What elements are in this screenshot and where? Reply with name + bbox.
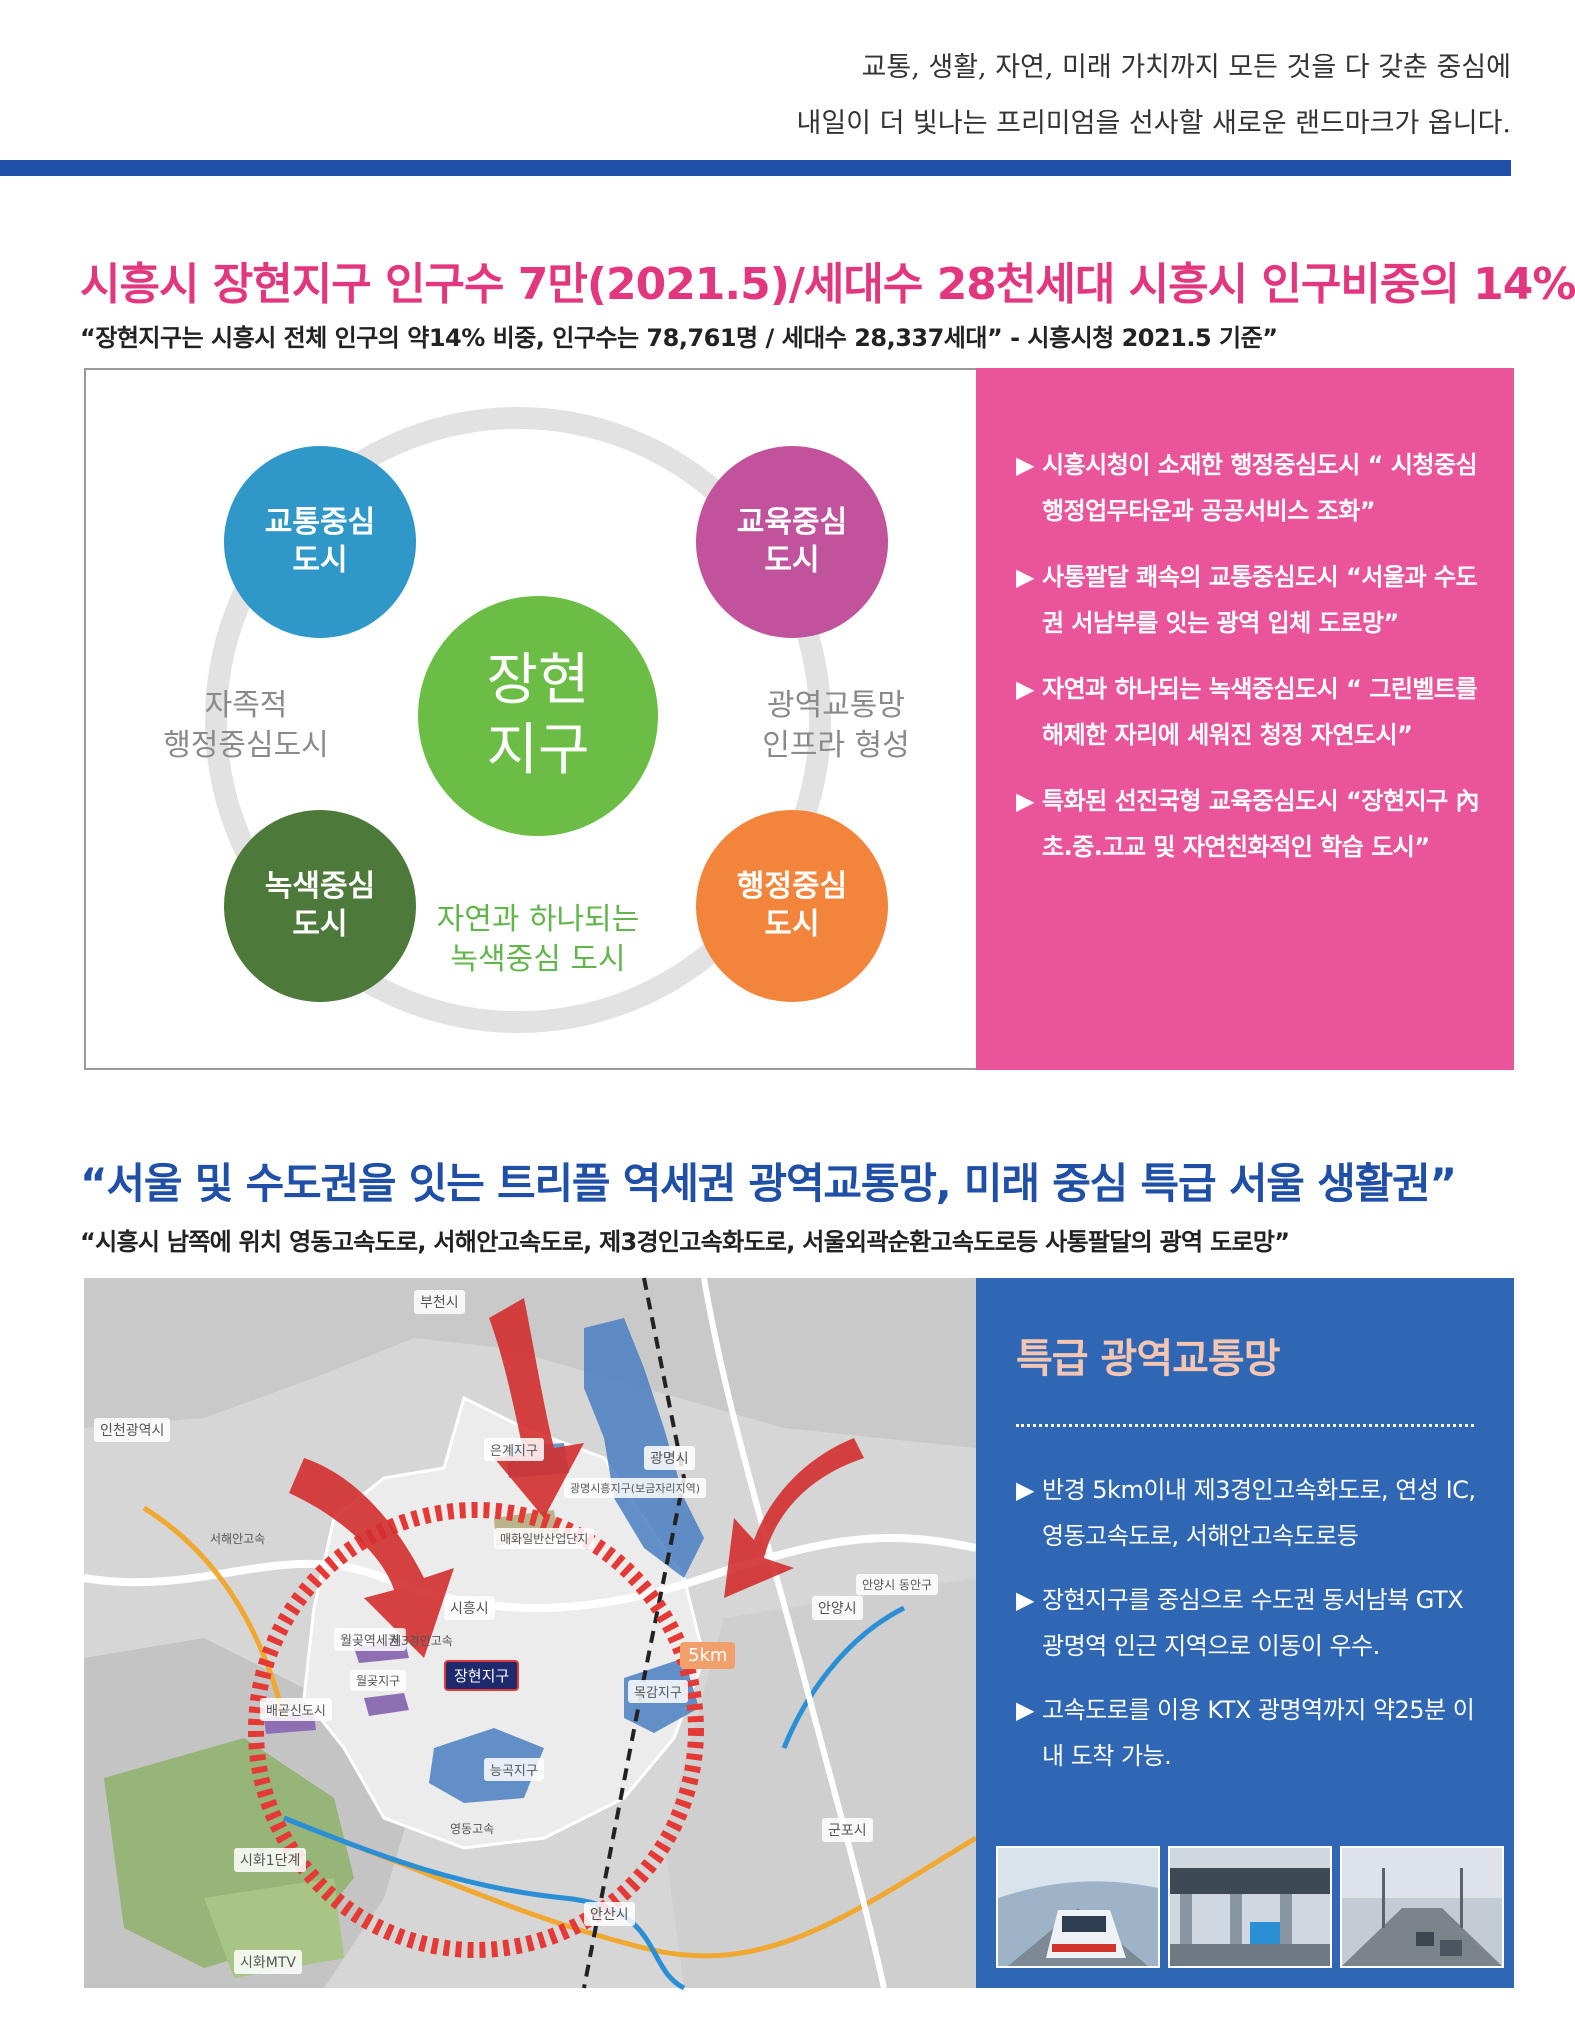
section1-subtitle: “장현지구는 시흥시 전체 인구의 약14% 비중, 인구수는 78,761명 … [80, 324, 1278, 352]
map-label-wolgot-district: 월곶지구 [350, 1670, 407, 1691]
blue-transport-panel: 특급 광역교통망 ▶ 반경 5km이내 제3경인고속화도로, 연성 IC, 영동고… [976, 1278, 1514, 1988]
blue-divider [0, 160, 1511, 176]
map-label-mokgam: 목감지구 [628, 1680, 688, 1703]
highway-photo [1340, 1846, 1504, 1968]
feature-bullet-1-text: 시흥시청이 소재한 행정중심도시 “ 시청중심 행정업무타운과 공공서비스 조화… [1042, 451, 1478, 525]
map-label-sihwa1: 시화1단계 [234, 1848, 307, 1872]
green-center-line2: 도시 [292, 907, 348, 942]
dotted-divider [1016, 1424, 1474, 1427]
map-graphic [83, 1277, 978, 1991]
traffic-center-line1: 교통중심 [264, 505, 376, 540]
bottom-caption: 자연과 하나되는 녹색중심 도시 [418, 900, 658, 980]
admin-center-line2: 도시 [764, 907, 820, 942]
map-label-sihwamtv: 시화MTV [234, 1950, 302, 1974]
map-label-eungye: 은계지구 [484, 1438, 544, 1461]
transport-bullet-3-text: 고속도로를 이용 KTX 광명역까지 약25분 이내 도착 가능. [1042, 1696, 1475, 1770]
arrow-right-icon: ▶ [1016, 1586, 1034, 1614]
feature-bullet-4-text: 특화된 선진국형 교육중심도시 “장현지구 內 초.중.고교 및 자연친화적인 … [1042, 787, 1480, 861]
map-label-yeongdong: 영동고속 [450, 1822, 495, 1836]
left-caption-line2: 행정중심도시 [163, 728, 329, 763]
transport-bullet-2-text: 장현지구를 중심으로 수도권 동서남북 GTX광명역 인근 지역으로 이동이 우… [1042, 1586, 1464, 1660]
green-center-circle: 녹색중심 도시 [224, 810, 416, 1002]
map-label-ansan: 안산시 [584, 1902, 635, 1926]
feature-bullet-2-text: 사통팔달 쾌속의 교통중심도시 “서울과 수도권 서남부를 잇는 광역 입체 도… [1042, 563, 1478, 637]
map-label-gwangmyeong: 광명시 [644, 1446, 695, 1470]
education-center-line2: 도시 [764, 543, 820, 578]
diagram-ring [205, 407, 831, 1033]
janghyeon-center-circle: 장현 지구 [418, 596, 658, 836]
janghyeon-line2: 지구 [486, 718, 590, 783]
intro-line-2: 내일이 더 빛나는 프리미엄을 선사할 새로운 랜드마크가 옵니다. [796, 108, 1512, 139]
bottom-caption-line2: 녹색중심 도시 [450, 942, 626, 977]
education-center-line1: 교육중심 [736, 505, 848, 540]
arrow-right-icon: ▶ [1016, 1696, 1034, 1724]
feature-bullet-4: ▶ 특화된 선진국형 교육중심도시 “장현지구 內 초.중.고교 및 자연친화적인… [1016, 778, 1484, 870]
green-center-line1: 녹색중심 [264, 869, 376, 904]
transport-bullet-3: ▶ 고속도로를 이용 KTX 광명역까지 약25분 이내 도착 가능. [1016, 1687, 1484, 1779]
map-label-bucheon: 부천시 [414, 1290, 465, 1314]
right-caption-line2: 인프라 형성 [762, 728, 910, 763]
traffic-center-circle: 교통중심 도시 [224, 446, 416, 638]
transport-panel-title: 특급 광역교통망 [1016, 1336, 1281, 1382]
feature-bullet-3-text: 자연과 하나되는 녹색중심도시 “ 그린벨트를 해제한 자리에 세워진 청정 자… [1042, 675, 1478, 749]
arrow-right-icon: ▶ [1016, 563, 1034, 591]
tollgate-photo [1168, 1846, 1332, 1968]
traffic-center-line2: 도시 [292, 543, 348, 578]
concept-diagram: 교통중심 도시 교육중심 도시 녹색중심 도시 행정중심 도시 장현 지구 자족… [86, 370, 974, 1068]
map-label-incheon: 인천광역시 [94, 1418, 171, 1442]
intro-text: 교통, 생활, 자연, 미래 가치까지 모든 것을 다 갖춘 중심에 내일이 더… [511, 40, 1512, 152]
janghyeon-line1: 장현 [486, 648, 590, 713]
right-caption-line1: 광역교통망 [767, 688, 905, 723]
right-caption: 광역교통망 인프라 형성 [726, 686, 946, 766]
intro-line-1: 교통, 생활, 자연, 미래 가치까지 모든 것을 다 갖춘 중심에 [861, 52, 1511, 83]
arrow-right-icon: ▶ [1016, 675, 1034, 703]
feature-bullet-3: ▶ 자연과 하나되는 녹색중심도시 “ 그린벨트를 해제한 자리에 세워진 청정 … [1016, 666, 1484, 758]
map-tag-janghyeon: 장현지구 [444, 1660, 520, 1691]
highway-photo-image [1342, 1848, 1502, 1966]
admin-center-line1: 행정중심 [736, 869, 848, 904]
map-label-baegot: 배곧신도시 [260, 1698, 332, 1721]
map-tag-5km: 5km [680, 1642, 736, 1669]
transport-photos [996, 1846, 1504, 1968]
left-caption-line1: 자족적 [204, 688, 288, 723]
feature-bullet-2: ▶ 사통팔달 쾌속의 교통중심도시 “서울과 수도권 서남부를 잇는 광역 입체 … [1016, 554, 1484, 646]
pink-feature-panel: ▶ 시흥시청이 소재한 행정중심도시 “ 시청중심 행정업무타운과 공공서비스 조… [976, 368, 1514, 1070]
map-label-seohae: 서해안고속 [210, 1532, 266, 1546]
tollgate-photo-image [1170, 1848, 1330, 1966]
map-label-jesam: 제3경인고속 [390, 1634, 453, 1648]
transport-bullets: ▶ 반경 5km이내 제3경인고속화도로, 연성 IC, 영동고속도로, 서해안고… [1016, 1467, 1484, 1779]
map-label-wolgot-station: 월곶역세권 [334, 1628, 406, 1651]
bottom-caption-line1: 자연과 하나되는 [436, 902, 640, 937]
education-center-circle: 교육중심 도시 [696, 446, 888, 638]
left-caption: 자족적 행정중심도시 [136, 686, 356, 766]
area-map: 부천시 인천광역시 광명시 안양시 안양시 동안구 시흥시 장현지구 5km 군… [83, 1277, 978, 1991]
map-label-neunggok: 능곡지구 [484, 1758, 544, 1781]
transport-bullet-2: ▶ 장현지구를 중심으로 수도권 동서남북 GTX광명역 인근 지역으로 이동이 … [1016, 1577, 1484, 1669]
section1-title: 시흥시 장현지구 인구수 7만(2021.5)/세대수 28천세대 시흥시 인구… [80, 259, 1575, 310]
arrow-right-icon: ▶ [1016, 1476, 1034, 1504]
feature-bullet-1: ▶ 시흥시청이 소재한 행정중심도시 “ 시청중심 행정업무타운과 공공서비스 조… [1016, 442, 1484, 534]
section2-title: “서울 및 수도권을 잇는 트리플 역세권 광역교통망, 미래 중심 특급 서울… [80, 1159, 1457, 1208]
section2-subtitle: “시흥시 남쪽에 위치 영동고속도로, 서해안고속도로, 제3경인고속화도로, … [80, 1228, 1290, 1256]
map-label-maehwa: 매화일반산업단지 [494, 1528, 595, 1549]
transport-bullet-1: ▶ 반경 5km이내 제3경인고속화도로, 연성 IC, 영동고속도로, 서해안고… [1016, 1467, 1484, 1559]
train-photo-image [998, 1848, 1158, 1966]
map-label-anyang-dongan: 안양시 동안구 [856, 1574, 939, 1595]
arrow-right-icon: ▶ [1016, 787, 1034, 815]
map-label-anyang: 안양시 [812, 1596, 863, 1620]
map-label-gunpo: 군포시 [822, 1818, 873, 1842]
transport-bullet-1-text: 반경 5km이내 제3경인고속화도로, 연성 IC, 영동고속도로, 서해안고속… [1042, 1476, 1476, 1550]
train-photo [996, 1846, 1160, 1968]
admin-center-circle: 행정중심 도시 [696, 810, 888, 1002]
map-label-siheung: 시흥시 [444, 1596, 495, 1620]
map-label-gwangmyeong-siheung: 광명시흥지구(보금자리지역) [564, 1478, 707, 1498]
arrow-right-icon: ▶ [1016, 451, 1034, 479]
